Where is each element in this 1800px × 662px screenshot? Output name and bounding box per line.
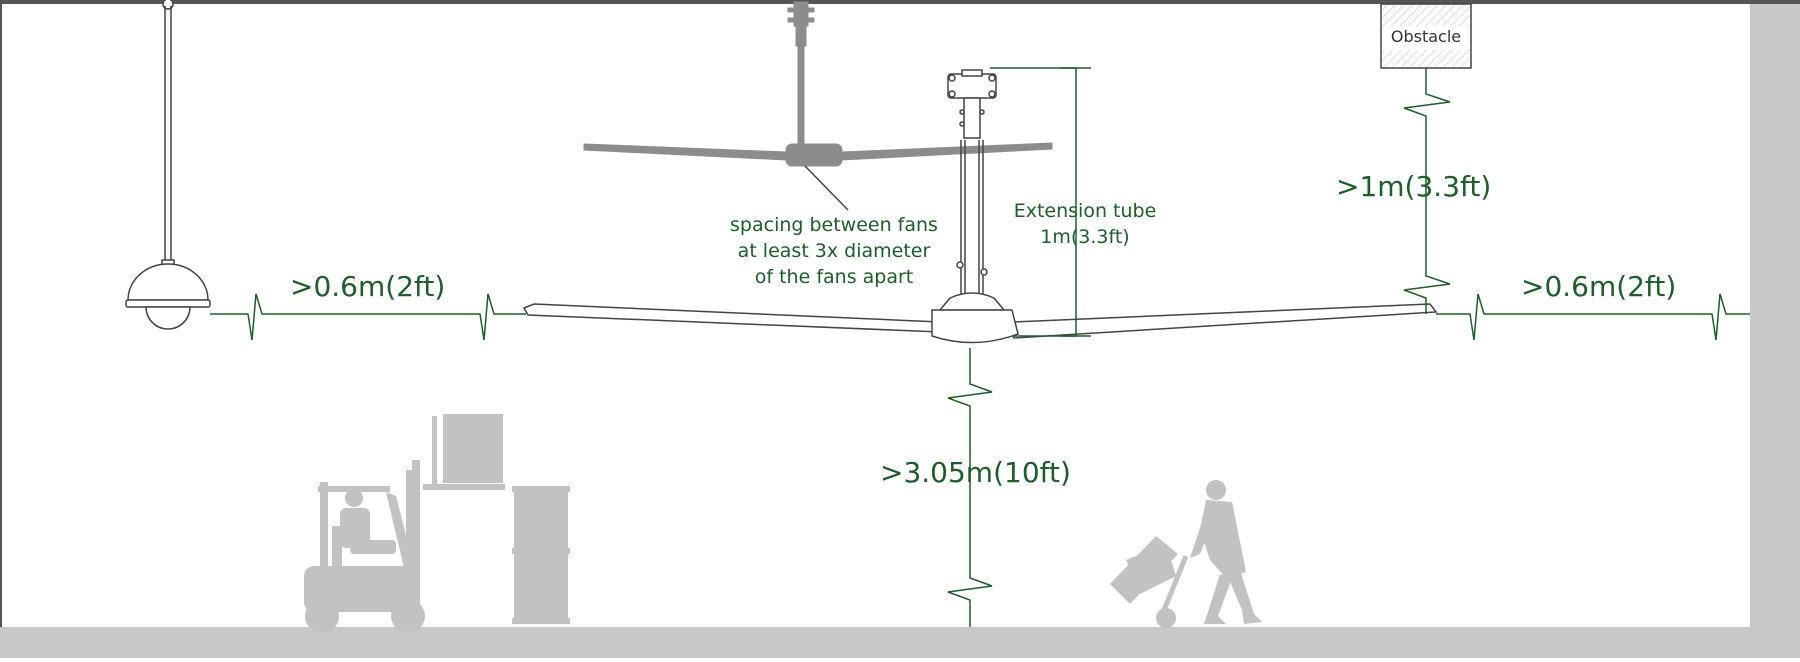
obstacle-clearance-label: >1m(3.3ft) — [1336, 170, 1492, 203]
ceiling-lamp — [125, 0, 211, 330]
dimension-lines — [210, 67, 1750, 627]
pallet-stack — [512, 486, 570, 624]
distant-fan — [583, 1, 1053, 167]
ceiling — [0, 0, 1800, 4]
spacing-leader-line — [804, 165, 849, 211]
forklift-silhouette — [304, 414, 505, 633]
obstacle-box — [1380, 3, 1472, 69]
obstacle-label: Obstacle — [1390, 27, 1462, 46]
hand-truck-worker-silhouette — [1110, 480, 1262, 628]
left-clearance-line — [210, 293, 526, 341]
right-clearance-label: >0.6m(2ft) — [1521, 270, 1677, 303]
fan-spacing-line-3: of the fans apart — [754, 266, 914, 288]
fan-spacing-line-2: at least 3x diameter — [737, 240, 931, 262]
fan-spacing-note: spacing between fans at least 3x diamete… — [714, 212, 954, 290]
extension-tube-dimension — [990, 67, 1077, 337]
floor — [0, 627, 1800, 658]
obstacle-clearance-line — [1403, 68, 1451, 314]
fan-spacing-line-1: spacing between fans — [730, 214, 938, 236]
extension-tube-note: Extension tube 1m(3.3ft) — [990, 198, 1180, 250]
extension-tube-title: Extension tube — [1013, 200, 1157, 222]
floor-clearance-line — [947, 348, 993, 627]
right-clearance-line — [1436, 293, 1750, 341]
extension-tube-length: 1m(3.3ft) — [1040, 226, 1130, 248]
main-fan — [522, 69, 1438, 344]
right-wall — [1750, 4, 1800, 658]
floor-clearance-label: >3.05m(10ft) — [880, 456, 1071, 489]
left-clearance-label: >0.6m(2ft) — [290, 270, 446, 303]
